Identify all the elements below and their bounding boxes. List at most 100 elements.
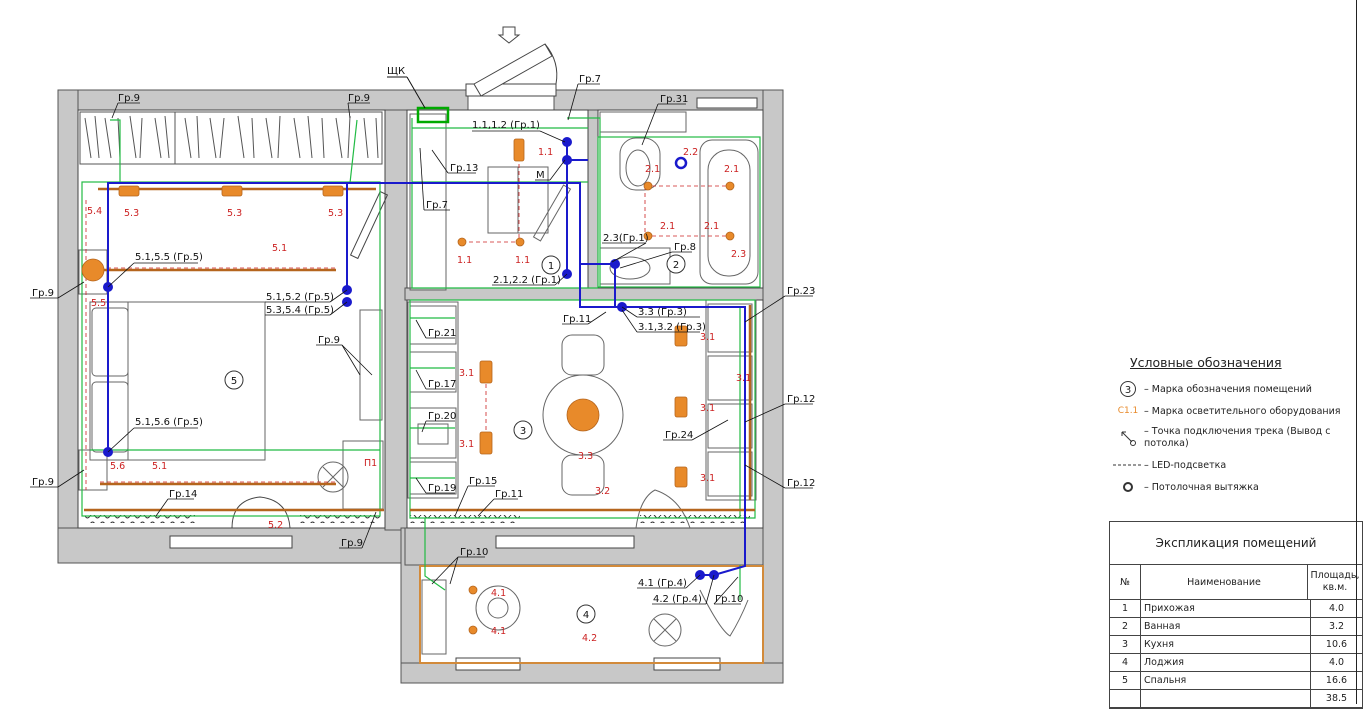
- fixture-label: 1.1: [538, 147, 553, 158]
- circuit-label: 5.1,5.2 (Гр.5): [266, 292, 334, 303]
- curtain-bedroom-right: [300, 515, 380, 523]
- legend-symbol-text: 3: [1125, 385, 1131, 396]
- cell-name: [1141, 690, 1311, 707]
- room-num-4: 4: [583, 610, 589, 621]
- cell-num: [1110, 690, 1141, 707]
- led-dashes: [85, 150, 730, 490]
- room-num-1: 1: [548, 261, 554, 272]
- fixture-label: 3.1: [736, 373, 751, 384]
- legend-item-text: – Марка обозначения помещений: [1144, 383, 1312, 395]
- group-label: Гр.20: [428, 411, 456, 422]
- group-label: Гр.11: [563, 314, 591, 325]
- cell-name: Спальня: [1141, 672, 1311, 689]
- fixture-label: 5.2: [268, 520, 283, 531]
- legend-item-text: – LED-подсветка: [1144, 459, 1227, 471]
- table-header: № Наименование Площадь, кв.м.: [1110, 565, 1362, 600]
- fixture-label: 4.2: [582, 633, 597, 644]
- cell-name: Лоджия: [1141, 654, 1311, 671]
- fixture-label: 2.1: [660, 221, 675, 232]
- fixture-label: 5.5: [91, 298, 106, 309]
- group-label: Гр.12: [787, 394, 815, 405]
- circuit-label: 4.2 (Гр.4): [653, 594, 702, 605]
- fixture-label: 1.1: [457, 255, 472, 266]
- fixture-label: 5.3: [124, 208, 139, 219]
- group-label: Гр.10: [715, 594, 743, 605]
- group-label: Гр.11: [495, 489, 523, 500]
- group-label: Гр.9: [118, 93, 140, 104]
- circuit-label: 3.3 (Гр.3): [638, 307, 687, 318]
- fixture-label: 2.1: [645, 164, 660, 175]
- entry-door: [473, 26, 558, 97]
- group-label: Гр.8: [674, 242, 696, 253]
- leader-lines: [30, 83, 813, 605]
- circuit-label: 4.1 (Гр.4): [638, 578, 687, 589]
- fixture-label: 4.1: [491, 626, 506, 637]
- fixture-label: 3.1: [459, 368, 474, 379]
- room-num-2: 2: [673, 260, 679, 271]
- group-label: Гр.12: [787, 478, 815, 489]
- wardrobe: [79, 111, 383, 165]
- legend-item-text: – Марка осветительного оборудования: [1144, 405, 1341, 417]
- track-point-icon: [1112, 429, 1144, 447]
- legend-item-led: – LED-подсветка: [1112, 454, 1363, 476]
- curtain-kitchen-right: [640, 515, 750, 523]
- group-label: Гр.9: [32, 288, 54, 299]
- header-num: №: [1110, 565, 1141, 599]
- table-row: 1 Прихожая 4.0: [1110, 600, 1362, 618]
- table-row: 5 Спальня 16.6: [1110, 672, 1362, 690]
- header-name: Наименование: [1141, 565, 1308, 599]
- fixture-label: 5.1: [272, 243, 287, 254]
- ceiling-vent: [674, 156, 688, 170]
- cell-num: 2: [1110, 618, 1141, 635]
- group-label: Гр.9: [348, 93, 370, 104]
- group-label: Гр.9: [341, 538, 363, 549]
- room-floors: [77, 109, 764, 664]
- fixture-label: 3.2: [595, 486, 610, 497]
- cell-num: 1: [1110, 600, 1141, 617]
- cell-area: 16.6: [1325, 675, 1348, 686]
- room-num-5: 5: [231, 376, 237, 387]
- cell-name: Кухня: [1141, 636, 1311, 653]
- legend-item-text: – Точка подключения трека (Вывод с потол…: [1144, 426, 1331, 449]
- circuit-label: 2.3(Гр.1): [603, 233, 649, 244]
- fixture-label: 1.1: [515, 255, 530, 266]
- fixture-label: 2.3: [731, 249, 746, 260]
- fixture-label: 5.4: [87, 206, 102, 217]
- cell-area: 10.6: [1325, 639, 1348, 650]
- circuit-label: 5.1,5.6 (Гр.5): [135, 417, 203, 428]
- electrical-panel[interactable]: [416, 106, 450, 124]
- group-label: Гр.24: [665, 430, 693, 441]
- fixture-label: 5.1: [152, 461, 167, 472]
- cell-area: 4.0: [1328, 603, 1345, 614]
- group-label: Гр.9: [32, 477, 54, 488]
- room-mark-icon: 3: [1112, 380, 1144, 398]
- group-label: Гр.7: [579, 74, 601, 85]
- ceiling-vent-icon: [1112, 481, 1144, 493]
- fixture-label: 4.1: [491, 588, 506, 599]
- group-label: Гр.9: [318, 335, 340, 346]
- circuit-label: 2.1,2.2 (Гр.1): [493, 275, 561, 286]
- legend-item-text: – Потолочная вытяжка: [1144, 481, 1259, 493]
- cell-name: Прихожая: [1141, 600, 1311, 617]
- curtain-kitchen-left: [410, 515, 520, 523]
- circuit-labels: 1.1,1.2 (Гр.1) М 2.3(Гр.1) 2.1,2.2 (Гр.1…: [135, 120, 706, 605]
- circuit-label: 1.1,1.2 (Гр.1): [472, 120, 540, 131]
- fixture-label: 3.1: [700, 332, 715, 343]
- fixture-mark-icon: С1.1: [1117, 406, 1139, 416]
- group-label: Гр.17: [428, 379, 456, 390]
- cell-num: 3: [1110, 636, 1141, 653]
- panel-label: ЩК: [387, 66, 405, 77]
- legend-item-fixture-mark: С1.1 – Марка осветительного оборудования: [1112, 400, 1363, 422]
- light-fixtures[interactable]: [81, 138, 735, 635]
- group-label: Гр.23: [787, 286, 815, 297]
- legend-item-vent: – Потолочная вытяжка: [1112, 476, 1363, 498]
- track-points[interactable]: [103, 137, 719, 580]
- fixture-label: 2.1: [704, 221, 719, 232]
- group-label: Гр.15: [469, 476, 497, 487]
- table-title: Экспликация помещений: [1110, 522, 1362, 565]
- group-label: Гр.19: [428, 483, 456, 494]
- fixture-label: 5.6: [110, 461, 125, 472]
- table-total-row: 38.5: [1110, 690, 1362, 708]
- header-area: Площадь, кв.м.: [1310, 570, 1360, 593]
